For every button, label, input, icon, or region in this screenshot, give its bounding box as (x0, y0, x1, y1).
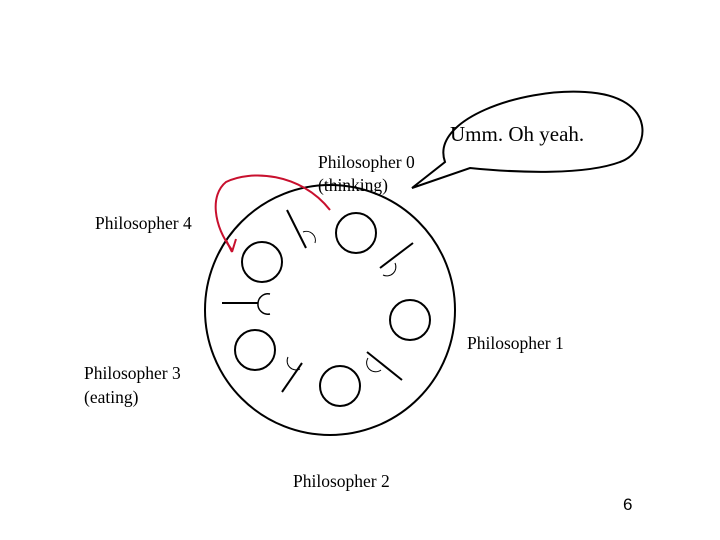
page-number: 6 (623, 495, 632, 514)
speech-bubble-text: Umm. Oh yeah. (450, 122, 584, 146)
plate-philosopher-1 (389, 299, 431, 341)
plate-philosopher-4 (241, 241, 283, 283)
speech-bubble (411, 90, 644, 189)
chopstick-0-1 (379, 242, 414, 277)
red-arrow (214, 174, 331, 251)
plate-philosopher-0 (335, 212, 377, 254)
table (204, 184, 456, 436)
philosopher-4-name: Philosopher 4 (95, 213, 192, 233)
plate-philosopher-3 (234, 329, 276, 371)
philosopher-3-state: (eating) (84, 387, 139, 407)
philosopher-0-name: Philosopher 0 (318, 152, 415, 172)
chopstick-0-4 (286, 209, 316, 249)
philosopher-0-state: (thinking) (318, 175, 388, 195)
plate-philosopher-2 (319, 365, 361, 407)
red-arrowhead (225, 238, 237, 253)
philosopher-2-name: Philosopher 2 (293, 471, 390, 491)
chopstick-2-3 (281, 356, 303, 393)
philosopher-3-name: Philosopher 3 (84, 363, 181, 383)
philosopher-1-name: Philosopher 1 (467, 333, 564, 353)
chopstick-3-4 (222, 293, 271, 315)
chopstick-1-2 (366, 351, 403, 381)
